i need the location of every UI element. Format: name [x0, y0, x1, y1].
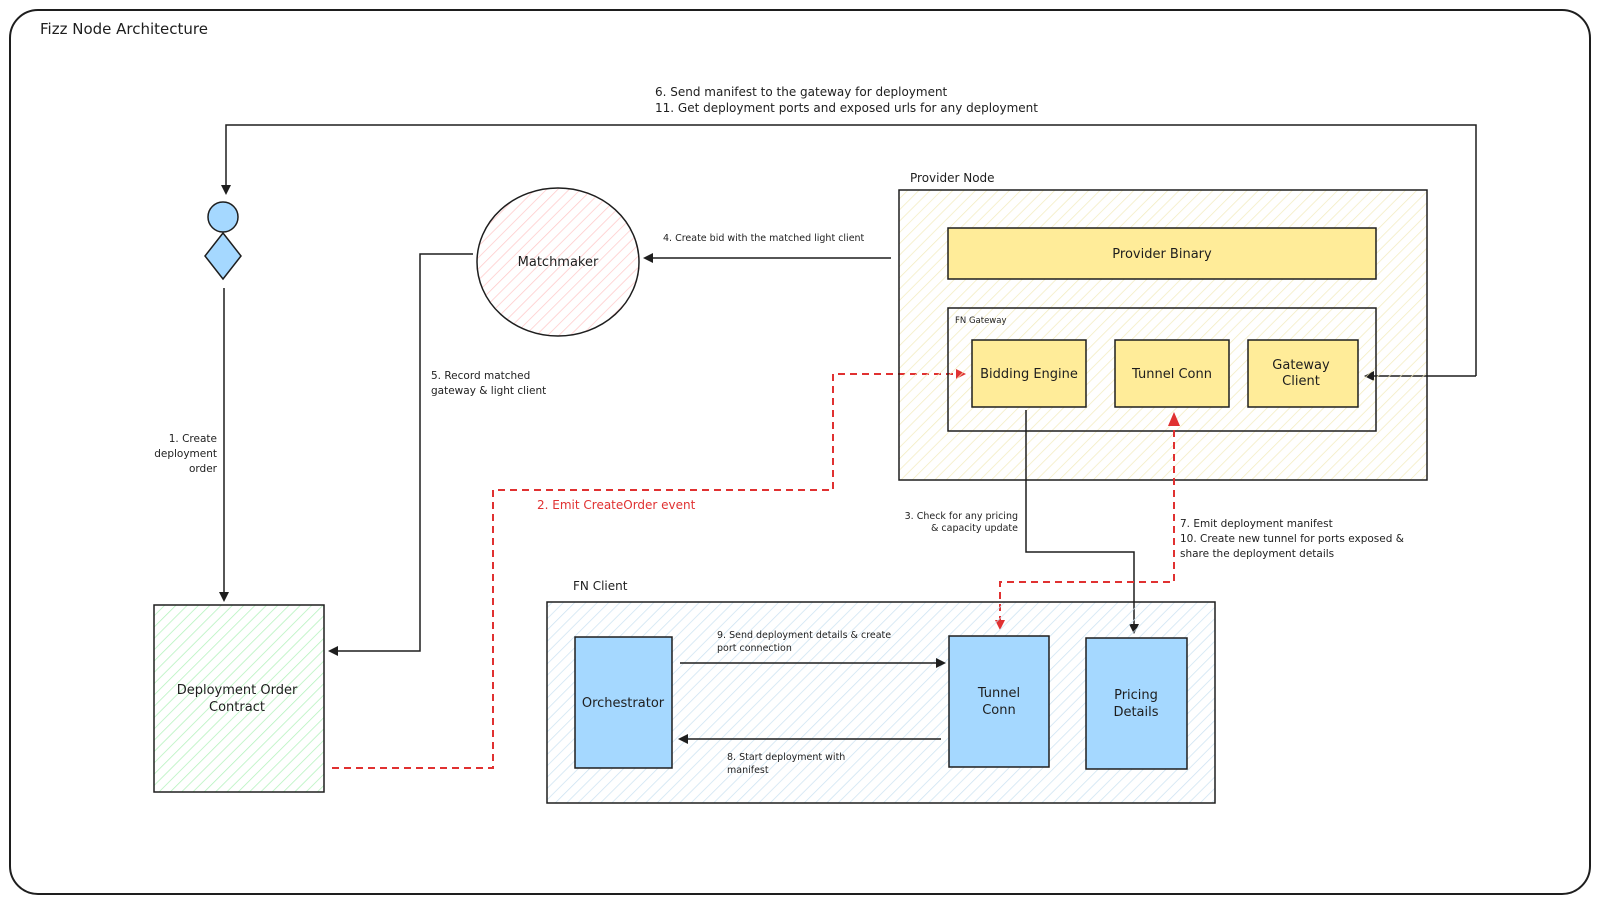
deployment-order-contract-node: Deployment Order Contract [153, 604, 325, 793]
edge-1-label-line3: order [189, 463, 218, 475]
edge-6-11-label-line2: 11. Get deployment ports and exposed url… [655, 101, 1038, 115]
edge-6-11 [221, 124, 1477, 376]
tunnel-conn-client-label-line1: Tunnel [977, 686, 1020, 701]
edge-3 [1025, 410, 1139, 634]
edge-5-label-line1: 5. Record matched [431, 370, 530, 382]
edge-2-label: 2. Emit CreateOrder event [537, 498, 696, 512]
edge-1-label-line2: deployment [154, 448, 217, 460]
edge-7-10-label-line3: share the deployment details [1180, 548, 1334, 560]
matchmaker-node: Matchmaker [476, 187, 640, 337]
edge-8-label-line1: 8. Start deployment with [727, 752, 845, 763]
deployment-order-contract-label-line1: Deployment Order [177, 683, 298, 698]
diagram-title: Fizz Node Architecture [40, 20, 208, 38]
provider-binary-label: Provider Binary [1112, 247, 1212, 262]
diagram-frame [9, 9, 1591, 895]
gateway-client-node: Gateway Client [1247, 339, 1359, 408]
fn-gateway-container: FN Gateway [947, 307, 1377, 432]
edge-3-label-line1: 3. Check for any pricing [905, 511, 1018, 522]
edge-7-10-arrowhead-up [1168, 412, 1180, 426]
bidding-engine-node: Bidding Engine [971, 339, 1087, 408]
gateway-client-label-line1: Gateway [1272, 358, 1330, 373]
bidding-engine-label: Bidding Engine [980, 367, 1078, 382]
edge-2 [332, 369, 966, 769]
edge-3-label-line2: & capacity update [931, 523, 1018, 534]
orchestrator-node: Orchestrator [574, 636, 673, 769]
edge-8-label-line2: manifest [727, 765, 769, 776]
orchestrator-label: Orchestrator [582, 696, 665, 711]
tunnel-conn-client-label-line2: Conn [982, 703, 1016, 718]
provider-node-title: Provider Node [910, 171, 995, 185]
edge-4-label: 4. Create bid with the matched light cli… [663, 233, 865, 244]
edge-7-10-label-line2: 10. Create new tunnel for ports exposed … [1180, 533, 1404, 545]
edge-1-label-line1: 1. Create [169, 433, 217, 445]
edge-5 [328, 253, 473, 656]
fn-client-title: FN Client [573, 579, 628, 593]
pricing-details-node: Pricing Details [1085, 637, 1188, 770]
deployment-order-contract-label-line2: Contract [209, 700, 265, 715]
provider-binary-node: Provider Binary [947, 227, 1377, 280]
tunnel-conn-gateway-label: Tunnel Conn [1131, 367, 1212, 382]
edge-6-11-label-line1: 6. Send manifest to the gateway for depl… [655, 85, 948, 99]
gateway-client-label-line2: Client [1282, 374, 1320, 389]
fn-gateway-label: FN Gateway [955, 316, 1007, 326]
edge-7-10-label-line1: 7. Emit deployment manifest [1180, 518, 1333, 530]
pricing-details-label-line2: Details [1113, 705, 1158, 720]
pricing-details-label-line1: Pricing [1114, 688, 1158, 703]
edge-9-label-line2: port connection [717, 643, 792, 654]
tunnel-conn-client-node: Tunnel Conn [948, 635, 1050, 768]
matchmaker-label: Matchmaker [518, 255, 599, 270]
edge-9-label-line1: 9. Send deployment details & create [717, 630, 891, 641]
edge-5-label-line2: gateway & light client [431, 385, 546, 397]
tunnel-conn-gateway-node: Tunnel Conn [1114, 339, 1230, 408]
user-actor-icon [204, 201, 242, 281]
